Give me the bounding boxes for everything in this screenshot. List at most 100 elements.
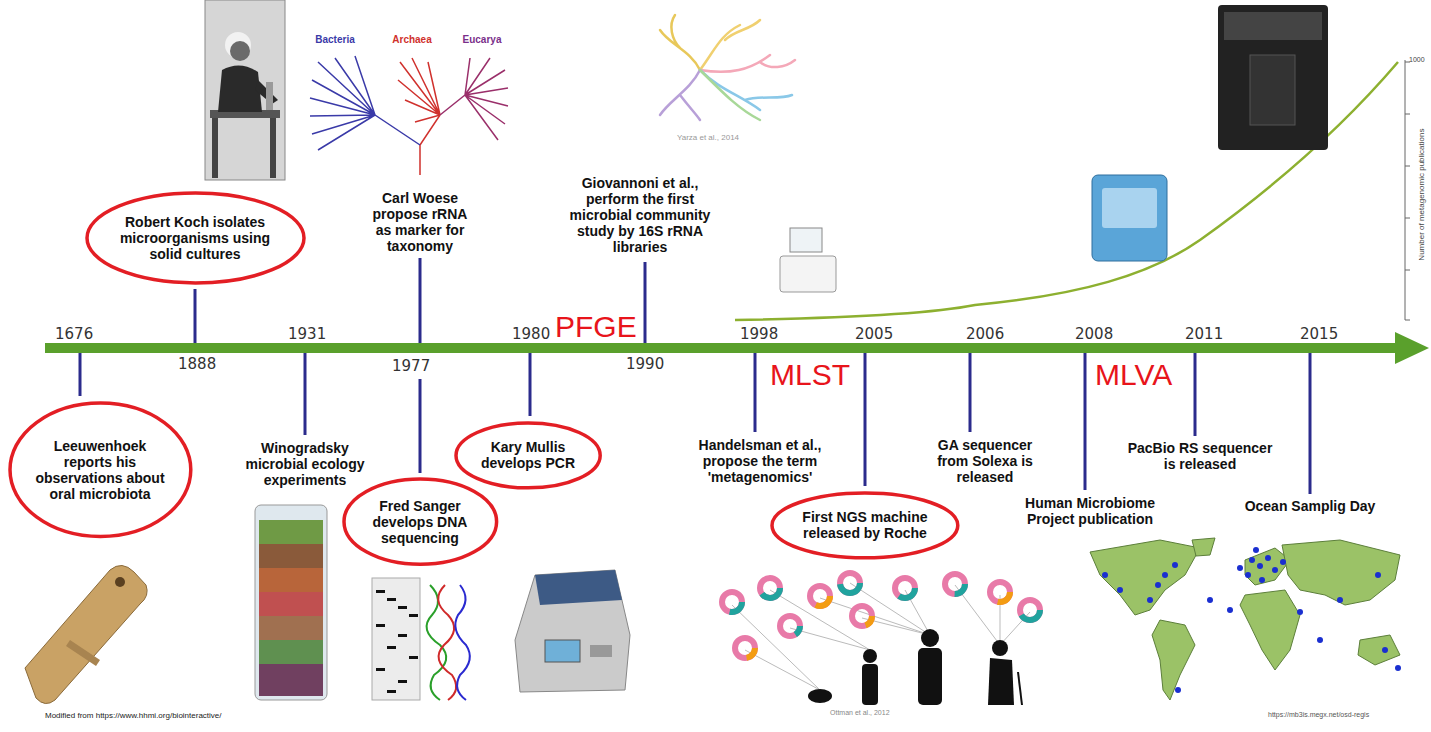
- event-text: Giovannoni et al., perform the first mic…: [565, 175, 715, 255]
- sequencing-gel: [427, 585, 447, 700]
- world-map: [1257, 563, 1263, 569]
- world-map: [1075, 535, 1420, 705]
- sequencing-gel: [372, 578, 470, 700]
- timeline-ticks: [419, 379, 422, 473]
- microbiome-infographic: [735, 638, 755, 658]
- microbiome-infographic: [840, 573, 860, 593]
- event-text-block: Fred Sanger develops DNA sequencing: [368, 498, 472, 546]
- world-map: [1207, 597, 1213, 603]
- microbiome-infographic: [862, 664, 878, 705]
- publication-chart: [1405, 62, 1410, 320]
- timeline-ticks: [969, 353, 972, 432]
- microbiome-infographic: [780, 616, 800, 636]
- timeline-ticks: [1309, 353, 1312, 494]
- event-text: Robert Koch isolates microorganisms usin…: [116, 214, 274, 262]
- timeline-arrow: [45, 343, 1397, 353]
- thermocycler: [535, 570, 622, 605]
- microbiome-infographic: [840, 573, 860, 593]
- microbiome-infographic: [918, 648, 942, 705]
- microbiome-infographic: [760, 578, 780, 598]
- citation-text: Modified from https://www.hhmi.org/bioin…: [45, 711, 222, 720]
- sequencing-gel: [398, 606, 407, 609]
- world-map: [1155, 582, 1161, 588]
- rrna-tree: [420, 115, 440, 175]
- citation-text: https://mb3is.megx.net/osd-regis: [1268, 711, 1369, 719]
- sequencing-gel: [372, 578, 420, 700]
- thermocycler: [515, 570, 630, 692]
- ltp-tree: [700, 20, 760, 70]
- world-map: [1090, 538, 1400, 700]
- world-map: [1375, 572, 1381, 578]
- sequencing-gel: [455, 585, 470, 700]
- microbiome-infographic: [722, 573, 1040, 705]
- event-text: Human Microbiome Project publication: [1020, 495, 1160, 527]
- domain-label: Eucarya: [463, 34, 502, 46]
- year-label: 1888: [178, 356, 216, 373]
- sequencing-gel: [387, 690, 396, 693]
- world-map: [1117, 587, 1123, 593]
- event-ellipse: Leeuwenhoek reports his observations abo…: [8, 401, 193, 538]
- world-map: [1175, 687, 1181, 693]
- microbiome-infographic: [808, 629, 1022, 705]
- year-label: 2008: [1075, 326, 1113, 343]
- event-text: Carl Woese propose rRNA as marker for ta…: [368, 190, 473, 254]
- microbiome-infographic: [895, 578, 915, 598]
- world-map: [1259, 577, 1265, 583]
- year-label: 1998: [740, 326, 778, 343]
- sequencing-gel: [387, 646, 396, 649]
- world-map: [1297, 609, 1303, 615]
- microbiome-infographic: [1020, 600, 1040, 620]
- event-text: Kary Mullis develops PCR: [477, 439, 579, 471]
- citation-text: Yarza et al., 2014: [677, 133, 739, 142]
- event-text: GA sequencer from Solexa is released: [927, 437, 1043, 485]
- year-label: 1990: [626, 356, 664, 373]
- winogradsky-column: [259, 664, 323, 696]
- method-label: PFGE: [555, 312, 637, 342]
- publication-chart: [1405, 60, 1406, 320]
- microbiome-infographic: [780, 616, 800, 636]
- world-map: [1102, 572, 1108, 578]
- year-label: 2011: [1185, 326, 1223, 343]
- event-text: Handelsman et al., propose the term 'met…: [693, 437, 827, 485]
- sequencing-gel: [438, 585, 456, 700]
- sequencer-machines: [780, 5, 1328, 292]
- axis-tick-label: 1000: [1409, 56, 1425, 64]
- timeline-ticks: [864, 353, 867, 486]
- microbiome-infographic: [990, 582, 1010, 602]
- world-map: [1162, 572, 1168, 578]
- year-label: 2005: [855, 326, 893, 343]
- sequencing-gel: [376, 590, 385, 593]
- event-text: Fred Sanger develops DNA sequencing: [368, 498, 472, 546]
- world-map: [1265, 555, 1271, 561]
- year-label: 2015: [1300, 326, 1338, 343]
- winogradsky-column: [259, 640, 323, 664]
- ltp-tree: [700, 70, 760, 120]
- event-text: PacBio RS sequencer is released: [1121, 440, 1279, 472]
- citation-text: Ottman et al., 2012: [830, 709, 890, 717]
- winogradsky-column: [255, 505, 327, 700]
- event-text-block: First NGS machine released by Roche: [798, 509, 932, 541]
- world-map: [1282, 540, 1400, 605]
- timeline-ticks: [754, 353, 757, 432]
- sequencer-machines: [1092, 175, 1167, 261]
- microbiome-infographic: [810, 586, 830, 606]
- winogradsky-column: [259, 592, 323, 616]
- event-text: Ocean Samplig Day: [1245, 498, 1376, 514]
- world-map: [1152, 620, 1195, 700]
- microbiome-infographic: [990, 582, 1010, 602]
- ltp-tree: [700, 70, 792, 110]
- axis-title: Number of metagenomic publications: [1417, 129, 1426, 261]
- microbiome-infographic: [945, 574, 965, 594]
- event-text: Leeuwenhoek reports his observations abo…: [29, 438, 171, 502]
- sequencer-machines: [1224, 12, 1322, 40]
- winogradsky-column: [259, 520, 323, 544]
- domain-label: Archaea: [392, 34, 431, 46]
- timeline-arrow: [1395, 332, 1429, 364]
- rrna-tree: [440, 58, 508, 140]
- sequencing-gel: [387, 598, 396, 601]
- microbiome-infographic: [722, 573, 1040, 658]
- microbiome-infographic: [808, 689, 832, 703]
- ltp-tree: [660, 15, 700, 70]
- sequencing-gel: [376, 624, 385, 627]
- thermocycler: [545, 640, 580, 662]
